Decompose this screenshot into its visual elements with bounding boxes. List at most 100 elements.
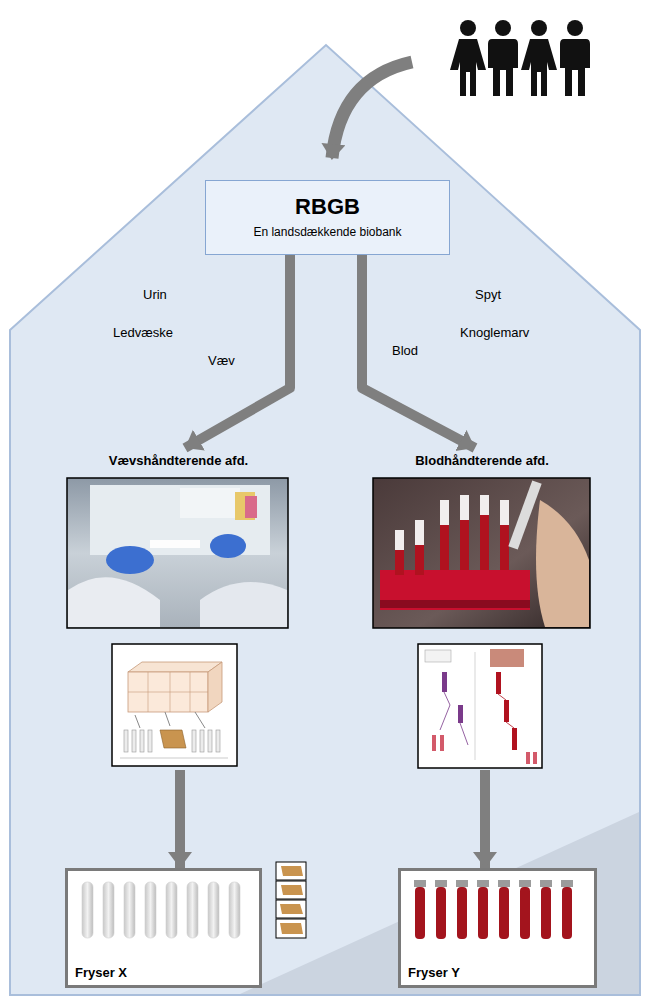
blood-photo-part-part: [440, 500, 449, 570]
tissue-protocol-part: [128, 692, 208, 693]
tissue-cassettes: [276, 862, 306, 938]
tissue-photo-part: [210, 534, 246, 558]
blood-protocol-part-part: [533, 752, 537, 764]
grey-tube-rack-part-part: [208, 882, 219, 938]
tissue-cassettes-part: [276, 900, 306, 918]
blood-protocol-part-part: [496, 672, 501, 694]
tissue-protocol-part-part: [216, 730, 220, 752]
tissue-protocol-part-part: [124, 730, 128, 752]
blood-photo-part: [395, 495, 509, 575]
tissue-photo-part: [180, 488, 240, 518]
red-tube-rack-part: [415, 887, 572, 939]
freezer-box: Fryser Y: [398, 868, 597, 988]
blood-protocol-part-part: [460, 723, 468, 745]
red-tube-rack-part-part: [478, 887, 488, 939]
intake-arrow: [332, 62, 412, 158]
blood-photo-part: [508, 480, 541, 549]
grey-tube-rack-part-part: [124, 882, 135, 938]
blood-photo-part-part: [460, 495, 469, 570]
red-tube-rack-part-part: [414, 880, 426, 887]
tissue-protocol-part-part: [135, 715, 140, 728]
grey-tube-rack-part-part: [187, 882, 198, 938]
red-tube-rack-part-part: [435, 880, 447, 887]
blood-protocol-part: [442, 672, 463, 723]
tissue-cassettes-part-part: [280, 923, 303, 934]
blood-protocol-part: [475, 652, 476, 760]
tissue-protocol: [112, 644, 237, 766]
red-tube-rack-part-part: [477, 880, 489, 887]
red-tube-rack-part-part: [541, 887, 551, 939]
tissue-photo: [67, 478, 288, 628]
tissue-protocol-part-part: [165, 712, 170, 726]
tissue-photo-part: [68, 577, 160, 627]
grey-tube-rack: [67, 868, 260, 988]
blood-photo-part: [380, 570, 530, 610]
node-subtitle: En landsdækkende biobank: [253, 225, 401, 241]
blood-photo-part-part: [460, 520, 469, 570]
blood-protocol-part: [490, 649, 524, 667]
tissue-protocol-part-part: [208, 730, 212, 752]
blood-photo-part: [395, 515, 509, 575]
grey-tube-rack-part-part: [229, 882, 240, 938]
red-tube-rack-part-part: [519, 880, 531, 887]
node-title: RBGB: [295, 194, 360, 219]
blood-protocol-part-part: [440, 692, 450, 730]
grey-tube-rack-part-part: [82, 882, 93, 938]
node-title: Fryser Y: [408, 965, 587, 981]
blood-photo-part-part: [415, 520, 424, 575]
red-tube-rack-part: [414, 880, 573, 887]
blood-protocol-part-part: [504, 700, 509, 722]
blood-protocol-part-part: [526, 752, 530, 764]
blood-protocol-part-part: [440, 735, 444, 751]
tissue-protocol-part: [128, 662, 222, 672]
red-tube-rack-part-part: [457, 887, 467, 939]
people-icon-part: [460, 20, 476, 36]
house-outline: [10, 45, 640, 995]
red-tube-rack-part-part: [540, 880, 552, 887]
tissue-cassettes-part: [276, 919, 306, 938]
tissue-photo-part: [150, 540, 200, 548]
sample-type-label: Knoglemarv: [460, 325, 529, 341]
people-icon-part: [488, 39, 518, 96]
grey-tube-rack-part-part: [103, 882, 114, 938]
people-icon-part: [531, 20, 547, 36]
people-icon: [450, 20, 590, 96]
tissue-protocol-part: [128, 672, 208, 712]
tissue-protocol-part: [208, 662, 222, 712]
sample-type-label: Blod: [392, 343, 418, 359]
blood-photo-part-part: [440, 525, 449, 570]
blood-protocol-part: [440, 692, 468, 745]
sample-type-label: Væv: [208, 353, 235, 369]
blood-photo-part-part: [395, 550, 404, 575]
tissue-protocol-part-part: [192, 730, 196, 752]
blood-photo-part: [373, 478, 590, 628]
flow-arrow: [185, 255, 290, 448]
blood-protocol-part-part: [498, 694, 506, 700]
tissue-protocol-part-part: [200, 730, 204, 752]
red-tube-rack-part-part: [436, 887, 446, 939]
blood-photo-part-part: [395, 530, 404, 575]
tissue-photo-part: [67, 478, 288, 628]
sample-type-label: Ledvæske: [113, 325, 173, 341]
house-outline-part: [240, 812, 639, 994]
tissue-cassettes-part-part: [280, 904, 303, 914]
tissue-photo-part: [106, 546, 154, 574]
people-icon-part: [567, 20, 583, 36]
tissue-protocol-part: [112, 644, 237, 766]
blood-photo-part-part: [415, 545, 424, 575]
tissue-protocol-part: [160, 730, 186, 748]
people-icon-part: [495, 20, 511, 36]
people-icon-part: [521, 39, 557, 96]
blood-photo-part: [380, 600, 530, 608]
tissue-protocol-part: [120, 758, 228, 759]
tissue-protocol-part-part: [140, 730, 144, 752]
blood-photo-part-part: [480, 515, 489, 570]
red-tube-rack-part-part: [498, 880, 510, 887]
tissue-protocol-part-part: [195, 712, 205, 728]
people-icon-part: [560, 39, 590, 96]
tissue-cassettes-part: [276, 862, 306, 880]
red-tube-rack-part-part: [520, 887, 530, 939]
